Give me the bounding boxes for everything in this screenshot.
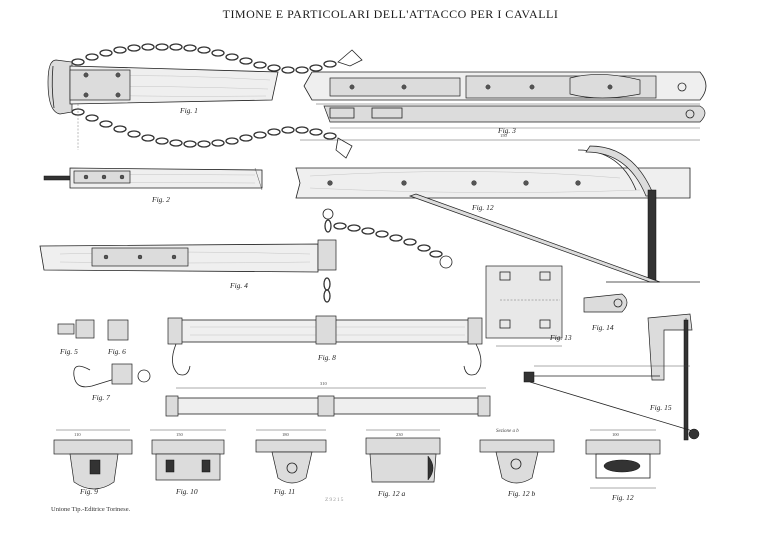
fig1-iron-band [69, 69, 131, 101]
fig12-pole-with-brace: Fig. 12 [295, 139, 700, 283]
fig15-strut: Fig. 15 [523, 313, 700, 441]
fig12a-clip: Fig. 12 a [365, 429, 441, 498]
measure-7: 150 [500, 133, 508, 138]
fig1-upper-chain [71, 43, 337, 74]
fig10-clip: Fig. 10 [150, 429, 226, 496]
measure-1: 110 [74, 432, 81, 437]
fig9-clip: Fig. 9 [53, 429, 133, 496]
measure-5: 100 [612, 432, 620, 437]
fig4-chain [323, 219, 443, 303]
fig2-pole-end: Fig. 2 [43, 167, 263, 204]
long-bar [165, 387, 491, 417]
fig6-label: Fig. 6 [107, 347, 126, 356]
measure-4: 230 [396, 432, 404, 437]
fig12b-label: Fig. 12 b [507, 489, 536, 498]
fig11-clip: Fig. 11 [255, 429, 327, 496]
fig1-pole-with-chains: Fig. 1 [47, 43, 363, 159]
fig12b-clip: Sezione a b Fig. 12 b [479, 429, 555, 498]
fig11-label: Fig. 11 [273, 487, 295, 496]
fig2-label: Fig. 2 [151, 195, 170, 204]
fig1-label: Fig. 1 [179, 106, 198, 115]
fig1-lower-hook [335, 137, 353, 159]
fig1-upper-hook [337, 49, 363, 67]
fig1-lower-chain [71, 108, 337, 148]
measure-2: 150 [176, 432, 184, 437]
plate-title: TIMONE E PARTICOLARI DELL'ATTACCO PER I … [222, 7, 559, 21]
fig3-pole-fitting: Fig. 3 [303, 71, 707, 135]
fig10-label: Fig. 10 [175, 487, 198, 496]
fig12c-clip: Fig. 12 [585, 429, 661, 502]
fig7-label: Fig. 7 [91, 393, 110, 402]
fig9-label: Fig. 9 [79, 487, 98, 496]
fig15-label: Fig. 15 [649, 403, 672, 412]
fig5-label: Fig. 5 [59, 347, 78, 356]
measure-6: 310 [320, 381, 328, 386]
fig4-label: Fig. 4 [229, 281, 248, 290]
fig13-plate: Fig. 13 [485, 265, 572, 347]
fig12a-label: Fig. 12 a [377, 489, 406, 498]
fig8-doubletree: Fig. 8 [167, 315, 483, 376]
fig8-label: Fig. 8 [317, 353, 336, 362]
fig13-label: Fig. 13 [549, 333, 572, 342]
fig1-pole-ring [47, 59, 73, 115]
fig5-6-7-details: Fig. 5 Fig. 6 Fig. 7 [57, 319, 151, 402]
dimension-marks: 110 150 180 230 100 310 150 [74, 133, 620, 437]
measure-3: 180 [282, 432, 290, 437]
fig14-label: Fig. 14 [591, 323, 614, 332]
fig3-label: Fig. 3 [497, 126, 516, 135]
fig12-label: Fig. 12 [471, 203, 494, 212]
publisher-credit: Unione Tip.-Editrice Torinese. [51, 506, 131, 513]
fig4-bar-with-chain: Fig. 4 [39, 208, 453, 303]
stamp-number: Z9215 [325, 497, 345, 503]
fig12c-label: Fig. 12 [611, 493, 634, 502]
sezione-label: Sezione a b [496, 429, 519, 434]
fig14-bracket: Fig. 14 [583, 293, 628, 332]
